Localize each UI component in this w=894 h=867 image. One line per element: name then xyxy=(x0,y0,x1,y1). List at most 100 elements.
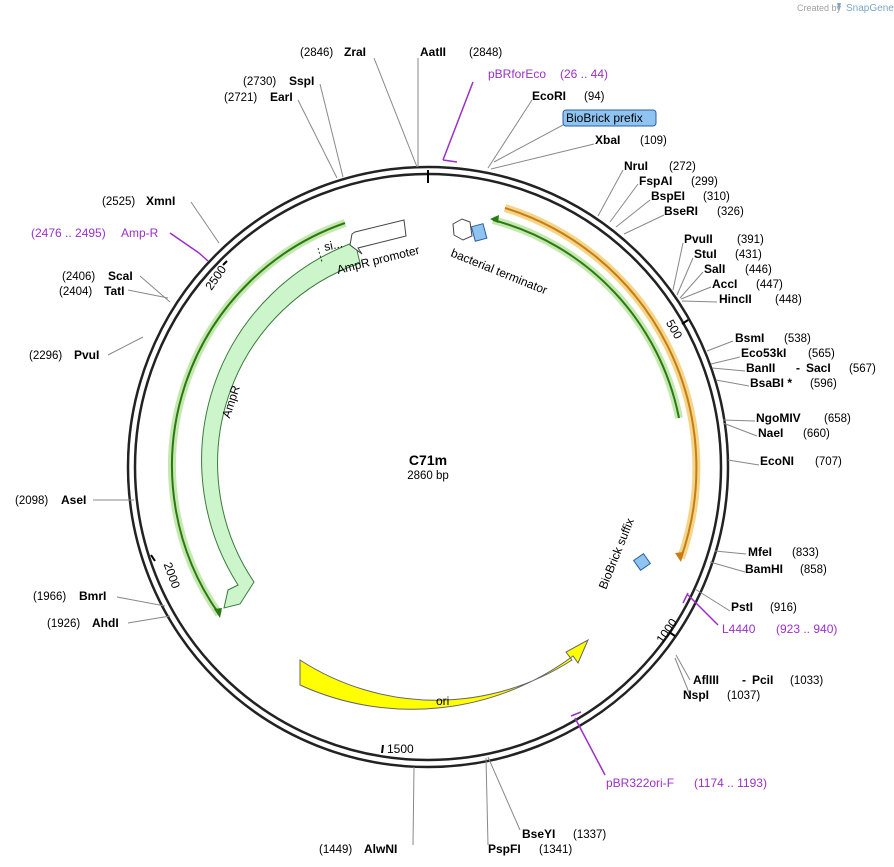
ori-arrow xyxy=(299,638,590,710)
primers: pBRforEco (26 .. 44) (2476 .. 2495) Amp-… xyxy=(31,67,837,790)
backbone-outer xyxy=(126,165,730,769)
site-banii-name[interactable]: BanII xyxy=(746,361,775,375)
site-sali-name[interactable]: SalI xyxy=(704,262,725,276)
site-sali-pos: (446) xyxy=(745,264,772,276)
site-bsmi-pos: (538) xyxy=(784,333,811,345)
site-bsabi-name[interactable]: BsaBI * xyxy=(750,376,792,390)
site-leaders xyxy=(93,57,760,846)
tick-label-1500: 1500 xyxy=(387,742,414,756)
orf-orange-arrowhead xyxy=(675,552,684,562)
site-pcii-pos: (1033) xyxy=(790,675,823,687)
site-aatii-name[interactable]: AatII xyxy=(420,45,446,59)
signal-label: si... xyxy=(323,236,344,254)
orf-left-arrowhead xyxy=(214,608,222,618)
site-bspei-name[interactable]: BspEI xyxy=(651,189,685,203)
primer-pbr322ori-marker[interactable] xyxy=(570,711,606,776)
site-ahdi-pos: (1926) xyxy=(47,618,80,630)
orf-green xyxy=(492,219,680,419)
site-eco53ki-name[interactable]: Eco53kI xyxy=(741,346,786,360)
site-ahdi-name[interactable]: AhdI xyxy=(92,616,119,630)
site-psti-name[interactable]: PstI xyxy=(731,600,753,614)
ori-label: ori xyxy=(436,694,449,708)
site-sspi-pos: (2730) xyxy=(243,76,276,88)
primer-ampr-name: Amp-R xyxy=(121,226,159,240)
ampr-arrow xyxy=(201,241,361,609)
primer-l4440-marker[interactable] xyxy=(682,592,719,626)
site-ngomiv-pos: (658) xyxy=(824,413,851,425)
site-bmri-pos: (1966) xyxy=(33,591,66,603)
site-bmri-name[interactable]: BmrI xyxy=(79,589,106,603)
site-afliii-dash: - xyxy=(742,673,746,687)
site-fspai-pos: (299) xyxy=(691,176,718,188)
size-ticks: 500 1000 1500 2000 2500 xyxy=(150,260,689,756)
site-bspei-pos: (310) xyxy=(703,191,730,203)
biobrick-prefix-label: BioBrick prefix xyxy=(566,111,643,125)
site-stui-name[interactable]: StuI xyxy=(694,247,717,261)
site-xmni-pos: (2525) xyxy=(102,196,135,208)
primer-pbrforeco-marker[interactable] xyxy=(442,81,474,163)
site-bseri-name[interactable]: BseRI xyxy=(664,204,698,218)
site-pvui-name[interactable]: PvuI xyxy=(74,348,99,362)
site-pspfi-pos: (1341) xyxy=(539,844,572,856)
site-aatii-pos: (2848) xyxy=(469,47,502,59)
primer-pbr322ori-range: (1174 .. 1193) xyxy=(694,776,767,790)
site-zrai-name[interactable]: ZraI xyxy=(344,45,366,59)
site-bseyi-pos: (1337) xyxy=(573,829,606,841)
site-fspai-name[interactable]: FspAI xyxy=(639,174,672,188)
site-bseyi-name[interactable]: BseYI xyxy=(522,827,555,841)
site-xbai-pos: (109) xyxy=(640,135,667,147)
site-econi-name[interactable]: EcoNI xyxy=(760,454,794,468)
snapgene-logo-icon xyxy=(837,3,841,11)
site-nrui-name[interactable]: NruI xyxy=(624,159,648,173)
orf-left xyxy=(171,222,346,615)
primer-l4440-range: (923 .. 940) xyxy=(776,622,837,636)
site-xbai-name[interactable]: XbaI xyxy=(595,133,620,147)
biobrick-suffix-box xyxy=(632,552,652,572)
tick-label-2500: 2500 xyxy=(202,263,229,293)
orf-orange xyxy=(504,207,698,559)
site-bsabi-pos: (596) xyxy=(810,378,837,390)
site-ecori-name[interactable]: EcoRI xyxy=(532,89,566,103)
site-acci-name[interactable]: AccI xyxy=(712,277,737,291)
site-alwni-pos: (1449) xyxy=(319,844,352,856)
site-alwni-name[interactable]: AlwNI xyxy=(364,842,397,856)
site-eco53ki-pos: (565) xyxy=(808,348,835,360)
site-afliii-name[interactable]: AflIII xyxy=(693,673,719,687)
primer-pbrforeco-range: (26 .. 44) xyxy=(560,67,608,81)
site-mfei-pos: (833) xyxy=(792,547,819,559)
plasmid-size: 2860 bp xyxy=(407,470,449,482)
site-xmni-name[interactable]: XmnI xyxy=(146,194,175,208)
site-naei-pos: (660) xyxy=(803,428,830,440)
site-eari-name[interactable]: EarI xyxy=(270,90,293,104)
site-naei-name[interactable]: NaeI xyxy=(758,426,783,440)
site-tati-name[interactable]: TatI xyxy=(104,284,124,298)
site-scai-name[interactable]: ScaI xyxy=(108,269,133,283)
site-bamhi-name[interactable]: BamHI xyxy=(745,562,783,576)
orf-green-arrowhead xyxy=(490,215,499,223)
site-mfei-name[interactable]: MfeI xyxy=(748,545,772,559)
biobrick-prefix-badge[interactable] xyxy=(562,109,657,127)
site-sspi-name[interactable]: SspI xyxy=(289,74,314,88)
site-banii-dash: - xyxy=(796,361,800,375)
site-ecori-pos: (94) xyxy=(584,91,605,103)
site-pspfi-name[interactable]: PspFI xyxy=(488,842,521,856)
site-hincii-pos: (448) xyxy=(775,294,802,306)
site-bseri-pos: (326) xyxy=(717,206,744,218)
site-hincii-name[interactable]: HincII xyxy=(719,292,752,306)
site-pvui-pos: (2296) xyxy=(29,350,62,362)
tick-label-2000: 2000 xyxy=(161,560,183,590)
site-saci-name[interactable]: SacI xyxy=(806,361,831,375)
bacterial-terminator-icon xyxy=(452,218,473,241)
site-asei-name[interactable]: AseI xyxy=(61,493,86,507)
site-pvuii-pos: (391) xyxy=(737,234,764,246)
primer-ampr-marker[interactable] xyxy=(169,232,209,262)
site-pvuii-name[interactable]: PvuII xyxy=(684,232,713,246)
site-bsmi-name[interactable]: BsmI xyxy=(735,331,764,345)
primer-pbr322ori-name: pBR322ori-F xyxy=(606,776,674,790)
site-pcii-name[interactable]: PciI xyxy=(752,673,773,687)
site-nrui-pos: (272) xyxy=(669,161,696,173)
site-ngomiv-name[interactable]: NgoMIV xyxy=(756,411,801,425)
site-scai-pos: (2406) xyxy=(62,271,95,283)
site-nspi-name[interactable]: NspI xyxy=(683,688,709,702)
